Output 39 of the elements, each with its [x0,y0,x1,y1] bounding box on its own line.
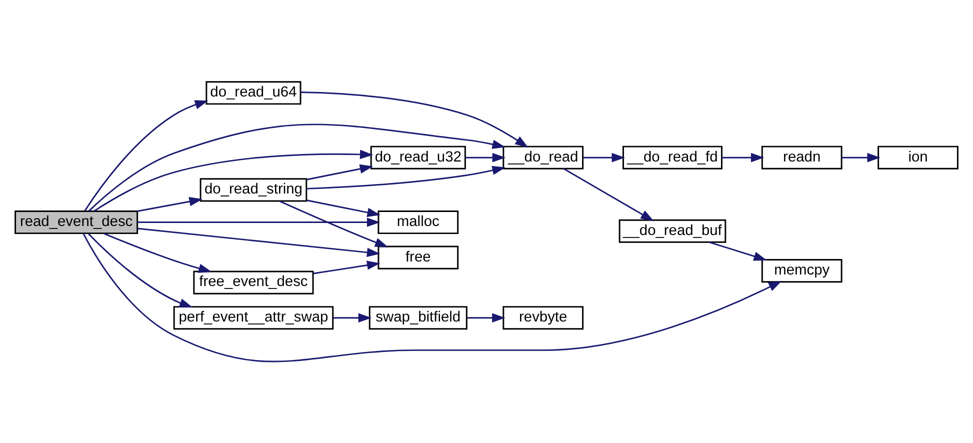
arrow [137,196,203,212]
node-box: malloc [378,210,459,234]
arrow [82,232,782,362]
arrow [88,123,506,211]
node-box: read_event_desc [14,210,138,234]
node-box: do_read_u32 [370,145,466,169]
arrow [306,199,381,216]
arrow [583,152,626,162]
arrow [306,164,374,180]
arrow [300,91,528,148]
node-box: revbyte [502,306,584,330]
arrow [332,312,372,322]
node-box: do_read_string [200,178,308,202]
node-box: readn [761,145,842,169]
arrow [94,149,374,212]
node-box: memcpy [761,258,842,282]
node-box: __do_read_fd [622,145,722,169]
node-box: swap_bitfield [368,306,468,330]
arrow [103,232,212,272]
arrow [138,217,380,226]
node-box: do_read_u64 [206,80,302,104]
node-box: free_event_desc [193,270,314,294]
node-box: free [378,245,459,269]
arrow [279,200,388,247]
arrow [313,260,380,274]
arrow [88,232,193,308]
arrow [84,100,208,211]
arrow [466,152,506,162]
arrow [138,227,380,257]
arrow [306,165,506,189]
arrow [842,152,880,162]
node-box: __do_read_buf [618,218,726,242]
arrow [467,312,506,322]
arrow [722,152,764,162]
arrow [563,168,654,221]
node-box: __do_read [502,145,584,169]
node-box: perf_event__attr_swap [173,306,334,330]
arrow [708,240,768,260]
node-box: ion [878,145,958,169]
